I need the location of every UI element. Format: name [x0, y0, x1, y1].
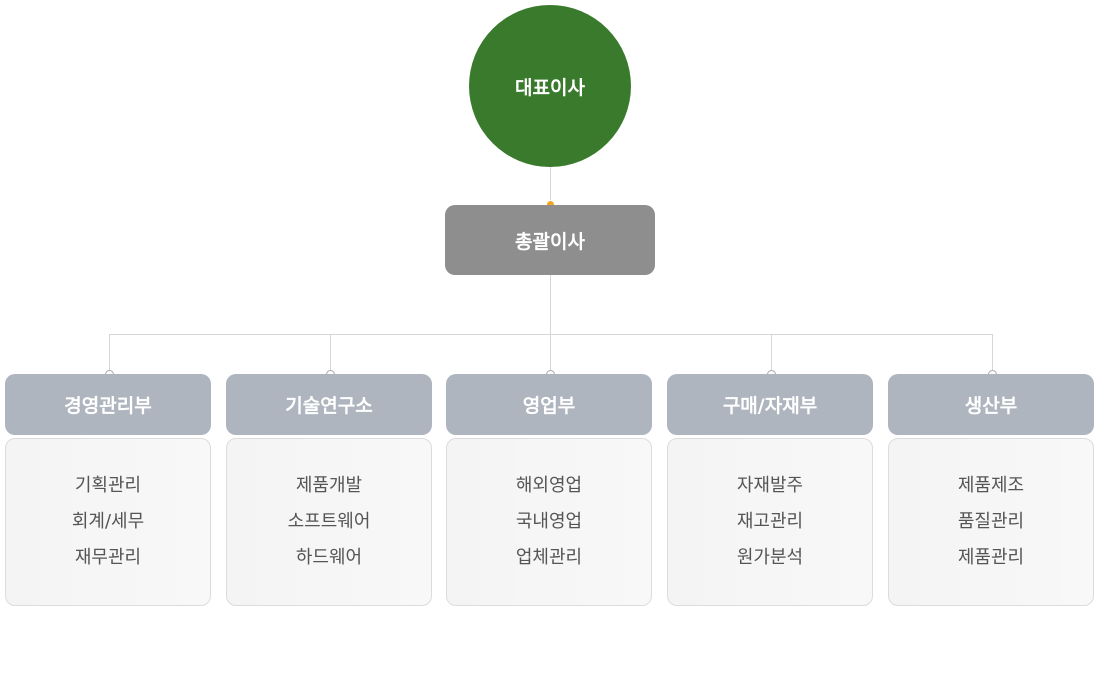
general-manager-label: 총괄이사 — [515, 230, 585, 253]
connector-dept-2 — [330, 334, 331, 374]
connector-dept-4 — [771, 334, 772, 374]
department-unit: 제품개발 — [295, 475, 363, 496]
department-header: 생산부 — [888, 374, 1094, 435]
department-unit: 기획관리 — [74, 475, 142, 496]
department-unit: 업체관리 — [515, 547, 583, 568]
department-name: 구매/자재부 — [722, 395, 818, 417]
department-unit: 자재발주 — [736, 475, 804, 496]
department-name: 기술연구소 — [285, 395, 373, 417]
department-header: 기술연구소 — [226, 374, 432, 435]
department-unit: 해외영업 — [515, 475, 583, 496]
department-unit: 소프트웨어 — [287, 511, 371, 532]
department-unit: 원가분석 — [736, 547, 804, 568]
department-units-box: 자재발주 재고관리 원가분석 — [667, 438, 873, 606]
department-unit: 하드웨어 — [295, 547, 363, 568]
connector-dept-1 — [109, 334, 110, 374]
department-unit: 회계/세무 — [71, 511, 145, 532]
connector-gm-trunk — [550, 275, 551, 375]
department-unit: 재고관리 — [736, 511, 804, 532]
connector-horizontal-bus — [109, 334, 993, 335]
ceo-node: 대표이사 — [469, 5, 631, 167]
department-header: 구매/자재부 — [667, 374, 873, 435]
department-header: 경영관리부 — [5, 374, 211, 435]
connector-dept-5 — [992, 334, 993, 374]
department-unit: 제품제조 — [957, 475, 1025, 496]
department-units-box: 기획관리 회계/세무 재무관리 — [5, 438, 211, 606]
department-header: 영업부 — [446, 374, 652, 435]
department-unit: 재무관리 — [74, 547, 142, 568]
connector-ceo-gm — [550, 167, 551, 205]
department-unit: 제품관리 — [957, 547, 1025, 568]
department-units-box: 해외영업 국내영업 업체관리 — [446, 438, 652, 606]
department-units-box: 제품개발 소프트웨어 하드웨어 — [226, 438, 432, 606]
department-name: 생산부 — [964, 395, 1018, 417]
department-name: 영업부 — [522, 395, 576, 417]
department-unit: 국내영업 — [515, 511, 583, 532]
department-name: 경영관리부 — [64, 395, 152, 417]
general-manager-node: 총괄이사 — [445, 205, 655, 275]
department-unit: 품질관리 — [957, 511, 1025, 532]
department-units-box: 제품제조 품질관리 제품관리 — [888, 438, 1094, 606]
ceo-label: 대표이사 — [515, 76, 585, 99]
